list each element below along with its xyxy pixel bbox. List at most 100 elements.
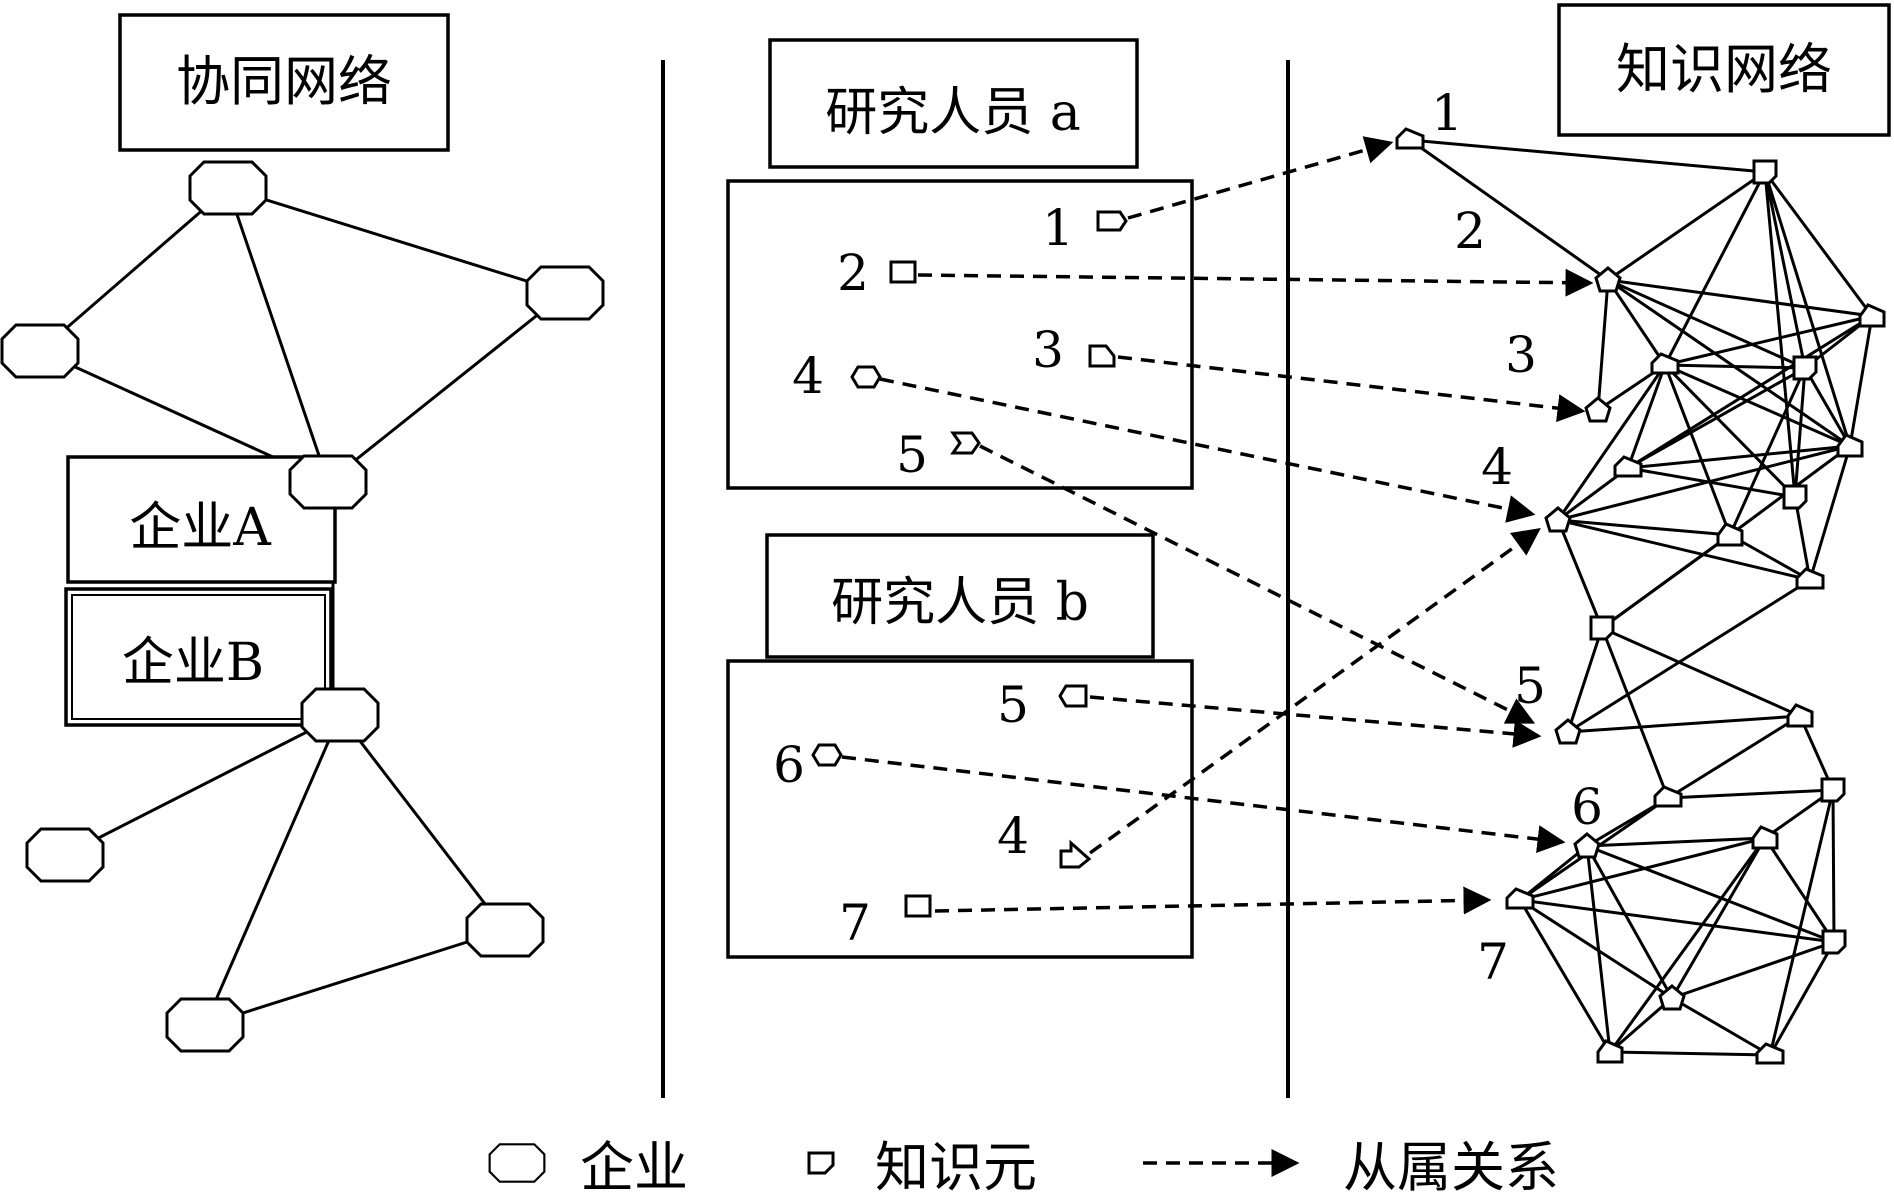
knowledge-node	[1821, 929, 1847, 955]
collaboration-title: 协同网络	[176, 50, 392, 113]
researcher-a-item-label: 2	[837, 244, 869, 302]
knowledge-edge	[1768, 789, 1835, 1056]
knowledge-nodes	[1395, 127, 1886, 1065]
enterprise-nodes	[0, 160, 605, 1053]
knowledge-edge	[1607, 278, 1851, 448]
knowledge-node	[1782, 484, 1808, 510]
knowledge-node	[1752, 159, 1778, 185]
knowledge-element-icon	[889, 260, 917, 284]
knowledge-edge	[1803, 367, 1852, 447]
knowledge-node	[1544, 506, 1572, 533]
knowledge-edge	[1409, 138, 1766, 174]
enterprise-node-b	[300, 687, 380, 743]
knowledge-node	[1755, 1042, 1785, 1065]
knowledge-edge	[1519, 898, 1835, 944]
knowledge-edge	[1808, 445, 1852, 581]
affiliation-arrow	[1089, 695, 1542, 748]
knowledge-node	[1786, 703, 1814, 728]
researcher-b-title: 研究人员 b	[831, 573, 1089, 633]
knowledge-item-label: 4	[1481, 438, 1513, 496]
knowledge-edge	[1768, 941, 1836, 1056]
legend-enterprise-label: 企业	[580, 1136, 688, 1199]
knowledge-item-label: 1	[1431, 84, 1463, 142]
researcher-a-item-label: 1	[1042, 199, 1074, 257]
knowledge-item-label: 7	[1477, 933, 1509, 991]
knowledge-edge	[1627, 314, 1873, 470]
collaboration-network-panel: 协同网络 企业A 企业B	[0, 13, 605, 1053]
knowledge-edge	[1557, 518, 1811, 582]
knowledge-element-icon	[1088, 344, 1116, 368]
knowledge-element-icon	[950, 431, 981, 455]
knowledge-edge	[1609, 996, 1673, 1054]
knowledge-edge	[1600, 627, 1670, 799]
knowledge-edge	[1667, 788, 1834, 800]
knowledge-edge	[1518, 899, 1612, 1053]
affiliation-arrow	[1117, 355, 1586, 423]
knowledge-edge	[1671, 996, 1771, 1057]
knowledge-item-label: 6	[1571, 778, 1603, 836]
affiliation-arrow	[879, 377, 1536, 523]
knowledge-edge	[1626, 364, 1667, 469]
legend: 企业 知识元 从属关系	[488, 1136, 1559, 1199]
researcher-item-labels: 1 2 3 4 5 5 6 4 7	[773, 199, 1074, 952]
knowledge-edge	[1763, 837, 1836, 943]
enterprise-node	[465, 902, 545, 958]
knowledge-edge	[1596, 279, 1610, 411]
enterprise-node-a	[288, 454, 368, 510]
knowledge-edge	[1557, 444, 1851, 522]
knowledge-edge	[1566, 627, 1604, 733]
knowledge-element-icon	[1059, 839, 1092, 869]
enterprise-node	[0, 323, 80, 379]
affiliation-arrows	[841, 136, 1594, 915]
knowledge-edge	[1664, 363, 1806, 370]
enterprise-a-label: 企业A	[129, 498, 272, 558]
researcher-a-title: 研究人员 a	[825, 83, 1081, 143]
knowledge-node	[1650, 352, 1680, 375]
knowledge-edge	[1831, 789, 1836, 943]
knowledge-element-icon	[904, 894, 932, 918]
affiliation-arrow	[841, 755, 1566, 854]
knowledge-node	[1716, 522, 1744, 547]
knowledge-edge	[1728, 367, 1807, 536]
knowledge-edge	[1586, 836, 1766, 848]
knowledge-node	[1836, 433, 1864, 458]
collaboration-edges	[39, 186, 566, 1027]
knowledge-network-panel: 知识网络	[1395, 3, 1891, 1065]
affiliation-arrow	[934, 886, 1492, 915]
knowledge-element-icon	[811, 743, 843, 767]
knowledge-node	[1573, 832, 1601, 859]
knowledge-item-label: 2	[1454, 202, 1486, 260]
knowledge-edge	[1606, 279, 1667, 366]
knowledge-edge	[1663, 363, 1797, 499]
knowledge-edge	[1763, 171, 1807, 369]
researcher-b-box	[726, 659, 1194, 959]
knowledge-edge	[1601, 533, 1731, 630]
legend-enterprise-icon	[488, 1143, 546, 1183]
affiliation-arrow	[979, 444, 1536, 724]
knowledge-edge	[1763, 171, 1874, 317]
knowledge-edge	[1627, 466, 1796, 499]
knowledge-edge	[1556, 519, 1604, 629]
researcher-b-item-label: 7	[839, 894, 871, 952]
knowledge-edge	[1763, 171, 1797, 498]
knowledge-node	[1589, 615, 1615, 641]
affiliation-arrow	[1088, 527, 1541, 855]
knowledge-edge	[1609, 1050, 1771, 1057]
knowledge-item-label: 3	[1505, 326, 1537, 384]
knowledge-element-icon	[1058, 684, 1088, 708]
knowledge-node	[1658, 984, 1686, 1011]
knowledge-edge	[1848, 315, 1874, 447]
knowledge-edge	[1793, 496, 1812, 581]
knowledge-edge	[1667, 714, 1801, 800]
knowledge-title-box	[1557, 3, 1891, 137]
knowledge-edge	[1663, 171, 1767, 366]
knowledge-edge	[1607, 278, 1873, 318]
knowledge-edge	[1664, 314, 1873, 367]
knowledge-node	[1395, 127, 1425, 150]
knowledge-item-label: 5	[1514, 657, 1546, 715]
knowledge-title: 知识网络	[1616, 38, 1832, 101]
enterprise-b-box	[64, 587, 333, 727]
knowledge-edge	[1607, 278, 1806, 370]
researcher-knowledge-elements	[811, 210, 1128, 918]
